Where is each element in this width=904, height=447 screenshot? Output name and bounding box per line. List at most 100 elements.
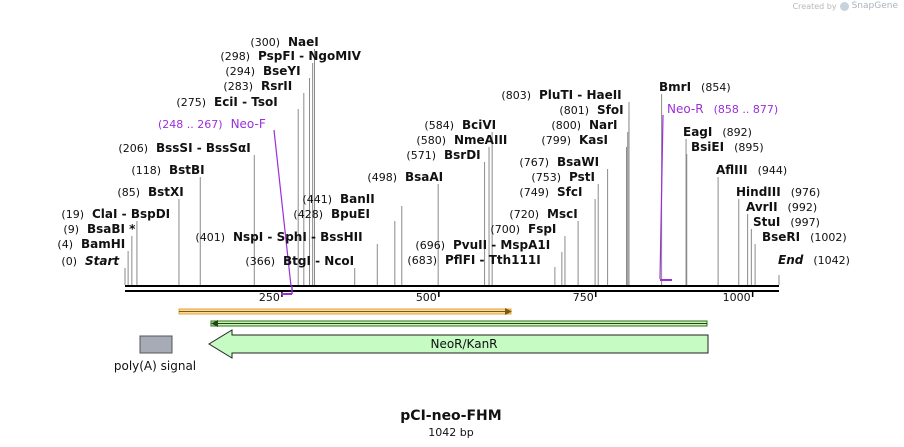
site-label-avrii: AvrII (992) <box>746 200 817 214</box>
site-position: (997) <box>790 216 820 229</box>
site-label-bsiei: BsiEI(895) <box>691 140 764 154</box>
site-label-msci: (720) MscI <box>509 207 577 221</box>
site-label-bsssi-bsss-i: (206) BssSI - BssSαI <box>118 141 250 155</box>
site-name: StuI <box>753 215 780 229</box>
ruler-tick-label: 750 <box>573 291 594 304</box>
site-label-bseyi: (294)BseYI <box>225 64 300 78</box>
site-position: (498) <box>367 171 397 184</box>
site-name: BssSI - BssSαI <box>156 141 251 155</box>
site-name: BmrI <box>659 80 691 94</box>
site-position: (944) <box>758 164 788 177</box>
site-label-pflfi-tth111i: (683)PflFI - Tth111I <box>407 253 540 267</box>
site-name: NaeI <box>288 35 319 49</box>
site-label-bcivi: (584)BciVI <box>424 118 496 132</box>
site-label-bpuei: (428)BpuEI <box>293 207 370 221</box>
watermark-brand: SnapGene <box>851 1 898 11</box>
site-name: KasI <box>579 133 608 147</box>
site-name: BseRI <box>762 230 800 244</box>
site-name: BtgI - NcoI <box>283 254 354 268</box>
site-label-bmri: BmrI(854) <box>659 80 731 94</box>
site-position: (800) <box>551 119 581 132</box>
site-position: (803) <box>501 89 531 102</box>
site-label-kasi: (799) KasI <box>541 133 608 147</box>
primer-text: Neo-R <box>667 102 704 116</box>
site-name: BsaAI <box>405 170 443 184</box>
watermark-created-by: Created by <box>792 1 837 11</box>
site-position: (753) <box>531 171 561 184</box>
site-position: (4) <box>57 238 73 251</box>
site-name: MscI <box>547 207 578 221</box>
site-position: (300) <box>250 36 280 49</box>
site-position: (749) <box>519 186 549 199</box>
site-name: PluTI - HaeII <box>539 88 622 102</box>
polya-signal-label: poly(A) signal <box>114 359 196 373</box>
site-label-fspi: (700) FspI <box>490 222 556 236</box>
site-position: (799) <box>541 134 571 147</box>
site-label-psti: (753) PstI <box>531 170 595 184</box>
site-position: (584) <box>424 119 454 132</box>
site-position: (283) <box>223 80 253 93</box>
site-position: (19) <box>61 208 84 221</box>
watermark: Created by SnapGene <box>793 1 898 11</box>
site-label-nmeaiii: (580)NmeAIII <box>416 133 507 147</box>
site-position: (85) <box>117 186 140 199</box>
site-position: (0) <box>61 255 77 268</box>
site-name: BseYI <box>263 64 301 78</box>
site-label-bsawi: (767) BsaWI <box>519 155 599 169</box>
site-position: (401) <box>195 231 225 244</box>
neor-kanr-label: NeoR/KanR <box>430 337 497 351</box>
primer-label-neo-f: (248 .. 267)Neo-F <box>158 117 266 131</box>
site-leader-lines <box>124 49 780 285</box>
map-title: pCI-neo-FHM <box>400 408 501 424</box>
site-name: SfcI <box>557 185 582 199</box>
site-name: Start <box>85 254 120 268</box>
site-name: BsaWI <box>557 155 599 169</box>
site-name: BamHI <box>81 237 125 251</box>
site-label-pluti-haeii: (803) PluTI - HaeII <box>501 88 621 102</box>
site-name: SfoI <box>597 103 624 117</box>
primer-neo-r-mark <box>659 114 672 281</box>
site-position: (441) <box>302 193 332 206</box>
site-labels: (0)Start(4)BamHI(9)BsaBI *(19)ClaI - Bsp… <box>57 35 850 268</box>
site-position: (118) <box>131 164 161 177</box>
site-position: (992) <box>788 201 818 214</box>
site-name: AvrII <box>746 200 778 214</box>
site-name: NarI <box>589 118 618 132</box>
site-label-stui: StuI (997) <box>753 215 820 229</box>
site-name: AflIII <box>716 163 748 177</box>
site-name: BsiEI <box>691 140 724 154</box>
site-position: (9) <box>63 223 79 236</box>
site-name: HindIII <box>736 185 781 199</box>
site-name: PstI <box>569 170 595 184</box>
site-position: (892) <box>722 126 752 139</box>
site-name: PvuII - MspA1I <box>453 238 550 252</box>
orf-forward <box>178 308 512 315</box>
site-label-bsaai: (498) BsaAI <box>367 170 443 184</box>
site-name: NspI - SphI - BssHII <box>233 230 363 244</box>
site-label-start: (0) Start <box>61 254 120 268</box>
site-name: BstXI <box>148 185 184 199</box>
primer-text: Neo-F <box>231 117 266 131</box>
site-position: (720) <box>509 208 539 221</box>
site-name: BstBI <box>169 163 205 177</box>
primer-label-neo-r: Neo-R(858 .. 877) <box>667 102 778 116</box>
site-label-naei: (300) NaeI <box>250 35 318 49</box>
site-name: End <box>778 253 804 267</box>
site-position: (700) <box>490 223 520 236</box>
site-label-btgi-ncoi: (366) BtgI - NcoI <box>245 254 354 268</box>
site-position: (206) <box>118 142 148 155</box>
sequence-backbone <box>125 285 779 292</box>
site-name: FspI <box>528 222 556 236</box>
site-name: RsrII <box>261 79 292 93</box>
site-label-pspfi-ngomiv: (298)PspFI - NgoMIV <box>220 49 361 63</box>
site-name: BsrDI <box>444 148 481 162</box>
site-position: (696) <box>415 239 445 252</box>
site-position: (683) <box>407 254 437 267</box>
site-label-bsrdi: (571)BsrDI <box>406 148 480 162</box>
site-position: (428) <box>293 208 323 221</box>
site-label-afliii: AflIII (944) <box>716 163 787 177</box>
site-position: (366) <box>245 255 275 268</box>
site-label-nspi-sphi-bsshii: (401) NspI - SphI - BssHII <box>195 230 362 244</box>
site-position: (767) <box>519 156 549 169</box>
